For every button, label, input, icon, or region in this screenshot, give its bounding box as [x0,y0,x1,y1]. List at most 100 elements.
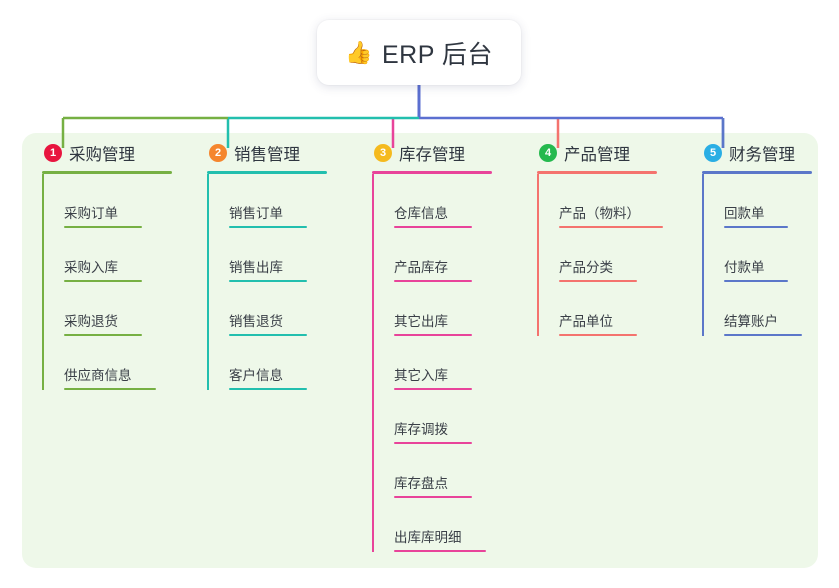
leaf-item[interactable]: 结算账户 [702,282,832,336]
leaf-underline [394,226,472,228]
branch-spine-2 [207,174,209,390]
leaf-label: 结算账户 [724,314,778,329]
leaf-label: 客户信息 [229,368,283,383]
leaf-label: 付款单 [724,260,765,275]
leaf-underline [229,388,307,390]
leaf-label: 产品分类 [559,260,613,275]
leaf-underline [64,388,156,390]
thumbs-up-icon: 👍 [345,39,373,65]
leaf-item[interactable]: 客户信息 [207,336,347,390]
branch-spine-1 [42,174,44,390]
leaf-underline [394,550,486,552]
leaf-label: 销售订单 [229,206,283,221]
leaf-item[interactable]: 库存盘点 [372,444,512,498]
leaf-label: 产品单位 [559,314,613,329]
branch-header-5[interactable]: 5 财务管理 [702,140,832,166]
leaf-underline [64,334,142,336]
branch-column-2: 2 销售管理销售订单销售出库销售退货客户信息 [207,140,347,390]
leaf-item[interactable]: 销售订单 [207,174,347,228]
leaf-underline [64,280,142,282]
branch-badge-3: 3 [374,144,392,162]
leaf-label: 其它出库 [394,314,448,329]
branch-title-2: 销售管理 [234,146,300,164]
leaf-underline [559,280,637,282]
leaf-item[interactable]: 其它出库 [372,282,512,336]
leaf-item[interactable]: 产品分类 [537,228,677,282]
leaf-label: 仓库信息 [394,206,448,221]
leaf-underline [559,226,663,228]
leaf-item[interactable]: 库存调拨 [372,390,512,444]
leaf-underline [559,334,637,336]
leaf-label: 采购订单 [64,206,118,221]
root-node[interactable]: 👍 ERP 后台 [317,20,521,85]
branch-column-4: 4 产品管理产品（物料） 产品分类产品单位 [537,140,677,336]
root-label: 👍 ERP 后台 [345,35,493,71]
branch-header-2[interactable]: 2 销售管理 [207,140,347,166]
leaf-item[interactable]: 出库库明细 [372,498,512,552]
branch-column-5: 5 财务管理回款单付款单结算账户 [702,140,832,336]
leaf-underline [724,334,802,336]
leaf-underline [394,496,472,498]
branch-header-3[interactable]: 3 库存管理 [372,140,512,166]
leaf-item[interactable]: 付款单 [702,228,832,282]
leaf-underline [394,388,472,390]
leaf-label: 其它入库 [394,368,448,383]
leaf-item[interactable]: 供应商信息 [42,336,192,390]
leaf-underline [724,226,788,228]
leaf-label: 库存盘点 [394,476,448,491]
leaf-item[interactable]: 采购订单 [42,174,192,228]
leaf-list-1: 采购订单采购入库采购退货供应商信息 [42,174,192,390]
leaf-item[interactable]: 仓库信息 [372,174,512,228]
leaf-label: 出库库明细 [394,530,462,545]
leaf-underline [394,334,472,336]
leaf-underline [394,442,472,444]
leaf-item[interactable]: 采购入库 [42,228,192,282]
leaf-label: 库存调拨 [394,422,448,437]
branch-underline-5 [702,171,812,174]
leaf-label: 回款单 [724,206,765,221]
branch-underline-4 [537,171,657,174]
leaf-list-2: 销售订单销售出库销售退货客户信息 [207,174,347,390]
leaf-underline [229,226,307,228]
leaf-list-3: 仓库信息产品库存其它出库其它入库库存调拨库存盘点出库库明细 [372,174,512,552]
leaf-item[interactable]: 产品单位 [537,282,677,336]
branch-title-3: 库存管理 [399,146,465,164]
leaf-item[interactable]: 销售出库 [207,228,347,282]
leaf-list-4: 产品（物料） 产品分类产品单位 [537,174,677,336]
root-title: ERP 后台 [382,40,493,69]
branch-header-4[interactable]: 4 产品管理 [537,140,677,166]
leaf-label: 采购入库 [64,260,118,275]
branch-badge-1: 1 [44,144,62,162]
branch-column-3: 3 库存管理仓库信息产品库存其它出库其它入库库存调拨库存盘点出库库明细 [372,140,512,552]
leaf-underline [229,334,307,336]
branch-spine-5 [702,174,704,336]
branch-spine-3 [372,174,374,552]
leaf-list-5: 回款单付款单结算账户 [702,174,832,336]
leaf-item[interactable]: 采购退货 [42,282,192,336]
leaf-item[interactable]: 其它入库 [372,336,512,390]
branch-badge-5: 5 [704,144,722,162]
branch-badge-2: 2 [209,144,227,162]
leaf-label: 产品库存 [394,260,448,275]
leaf-underline [64,226,142,228]
leaf-item[interactable]: 销售退货 [207,282,347,336]
branch-badge-4: 4 [539,144,557,162]
leaf-label: 供应商信息 [64,368,132,383]
branch-column-1: 1 采购管理采购订单采购入库采购退货供应商信息 [42,140,192,390]
branch-title-1: 采购管理 [69,146,135,164]
leaf-item[interactable]: 产品库存 [372,228,512,282]
leaf-item[interactable]: 产品（物料） [537,174,677,228]
leaf-label: 采购退货 [64,314,118,329]
leaf-label: 销售出库 [229,260,283,275]
branch-panel [22,133,818,568]
branch-title-5: 财务管理 [729,146,795,164]
branch-underline-3 [372,171,492,174]
leaf-label: 销售退货 [229,314,283,329]
branch-spine-4 [537,174,539,336]
branch-header-1[interactable]: 1 采购管理 [42,140,192,166]
branch-title-4: 产品管理 [564,146,630,164]
leaf-underline [229,280,307,282]
leaf-item[interactable]: 回款单 [702,174,832,228]
leaf-underline [394,280,472,282]
